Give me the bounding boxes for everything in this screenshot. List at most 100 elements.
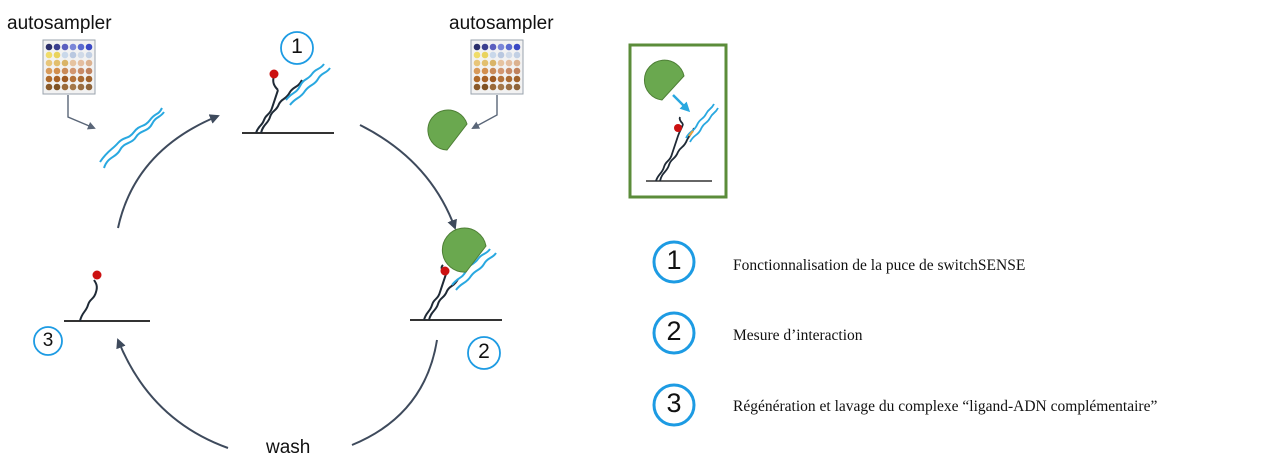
- plate-well: [489, 75, 497, 83]
- plate-well: [77, 67, 85, 75]
- binding-detail-inset: [628, 43, 728, 199]
- plate-well: [505, 51, 513, 59]
- free-dna-strand: [99, 107, 165, 169]
- plate-well: [513, 43, 521, 51]
- plate-well: [489, 59, 497, 67]
- step2-number: 2: [478, 340, 490, 363]
- autosampler-right-arrow: [471, 95, 498, 129]
- autosampler-right-label: autosampler: [449, 13, 554, 34]
- plate-well: [473, 83, 481, 91]
- plate-well: [505, 59, 513, 67]
- legend-text-1: Fonctionnalisation de la puce de switchS…: [733, 257, 1026, 274]
- plate-well: [513, 51, 521, 59]
- plate-well: [77, 59, 85, 67]
- plate-well: [481, 59, 489, 67]
- plate-well: [513, 67, 521, 75]
- plate-well: [53, 83, 61, 91]
- step1-number: 1: [291, 35, 303, 58]
- plate-well: [69, 43, 77, 51]
- plate-well: [497, 51, 505, 59]
- plate-well: [61, 51, 69, 59]
- plate-well: [481, 75, 489, 83]
- plate-well: [45, 67, 53, 75]
- plate-well: [53, 75, 61, 83]
- plate-well: [505, 83, 513, 91]
- legend-number-3: 3: [666, 388, 682, 418]
- plate-well: [77, 75, 85, 83]
- step1-circle: [280, 31, 314, 65]
- legend-number-1: 1: [666, 245, 682, 275]
- plate-well: [69, 75, 77, 83]
- plate-well: [61, 59, 69, 67]
- autosampler-left-arrow: [67, 95, 96, 130]
- plate-well: [497, 67, 505, 75]
- plate-well: [489, 67, 497, 75]
- plate-well: [45, 51, 53, 59]
- legend-number-2: 2: [666, 316, 682, 346]
- plate-well: [53, 43, 61, 51]
- plate-well: [473, 59, 481, 67]
- plate-well: [85, 67, 93, 75]
- plate-well: [497, 83, 505, 91]
- step3-circle: [33, 326, 63, 356]
- plate-well: [513, 75, 521, 83]
- plate-well: [45, 43, 53, 51]
- autosampler-plate-right: [470, 39, 524, 95]
- autosampler-left-label: autosampler: [7, 13, 112, 34]
- step2-circle: [467, 336, 501, 370]
- free-protein: [427, 109, 468, 151]
- plate-well: [69, 83, 77, 91]
- plate-well: [497, 43, 505, 51]
- plate-well: [473, 67, 481, 75]
- legend-text-2: Mesure d’interaction: [733, 327, 863, 344]
- legend-circle-1: [652, 240, 696, 284]
- plate-well: [473, 51, 481, 59]
- plate-well: [505, 43, 513, 51]
- cycle-arrow-bottom-right: [351, 339, 438, 446]
- step3-chip: [64, 270, 150, 322]
- cycle-arrow-top-left: [117, 114, 220, 229]
- plate-well: [513, 59, 521, 67]
- plate-well: [489, 51, 497, 59]
- plate-well: [45, 83, 53, 91]
- plate-well: [45, 59, 53, 67]
- plate-well: [61, 67, 69, 75]
- plate-well: [77, 43, 85, 51]
- plate-well: [481, 43, 489, 51]
- plate-well: [61, 43, 69, 51]
- plate-well: [77, 83, 85, 91]
- plate-well: [53, 59, 61, 67]
- legend-circle-3: [652, 383, 696, 427]
- cycle-arrow-bottom-left: [116, 338, 229, 449]
- step1-chip: [242, 63, 334, 134]
- plate-well: [85, 43, 93, 51]
- legend-circle-2: [652, 311, 696, 355]
- plate-well: [497, 59, 505, 67]
- plate-well: [505, 75, 513, 83]
- plate-well: [473, 75, 481, 83]
- plate-well: [85, 51, 93, 59]
- cycle-arrow-top-right: [359, 124, 457, 230]
- plate-well: [77, 51, 85, 59]
- autosampler-plate-left: [42, 39, 96, 95]
- plate-well: [481, 83, 489, 91]
- plate-well: [505, 67, 513, 75]
- plate-well: [481, 67, 489, 75]
- plate-well: [69, 67, 77, 75]
- legend-text-3: Régénération et lavage du complexe “liga…: [733, 398, 1158, 415]
- plate-well: [69, 59, 77, 67]
- plate-well: [61, 75, 69, 83]
- plate-well: [53, 67, 61, 75]
- wash-label: wash: [266, 437, 311, 458]
- plate-well: [85, 75, 93, 83]
- plate-well: [481, 51, 489, 59]
- step3-number: 3: [42, 330, 54, 351]
- plate-well: [489, 43, 497, 51]
- step2-chip: [410, 227, 502, 321]
- plate-well: [45, 75, 53, 83]
- plate-well: [473, 43, 481, 51]
- plate-well: [61, 83, 69, 91]
- plate-well: [489, 83, 497, 91]
